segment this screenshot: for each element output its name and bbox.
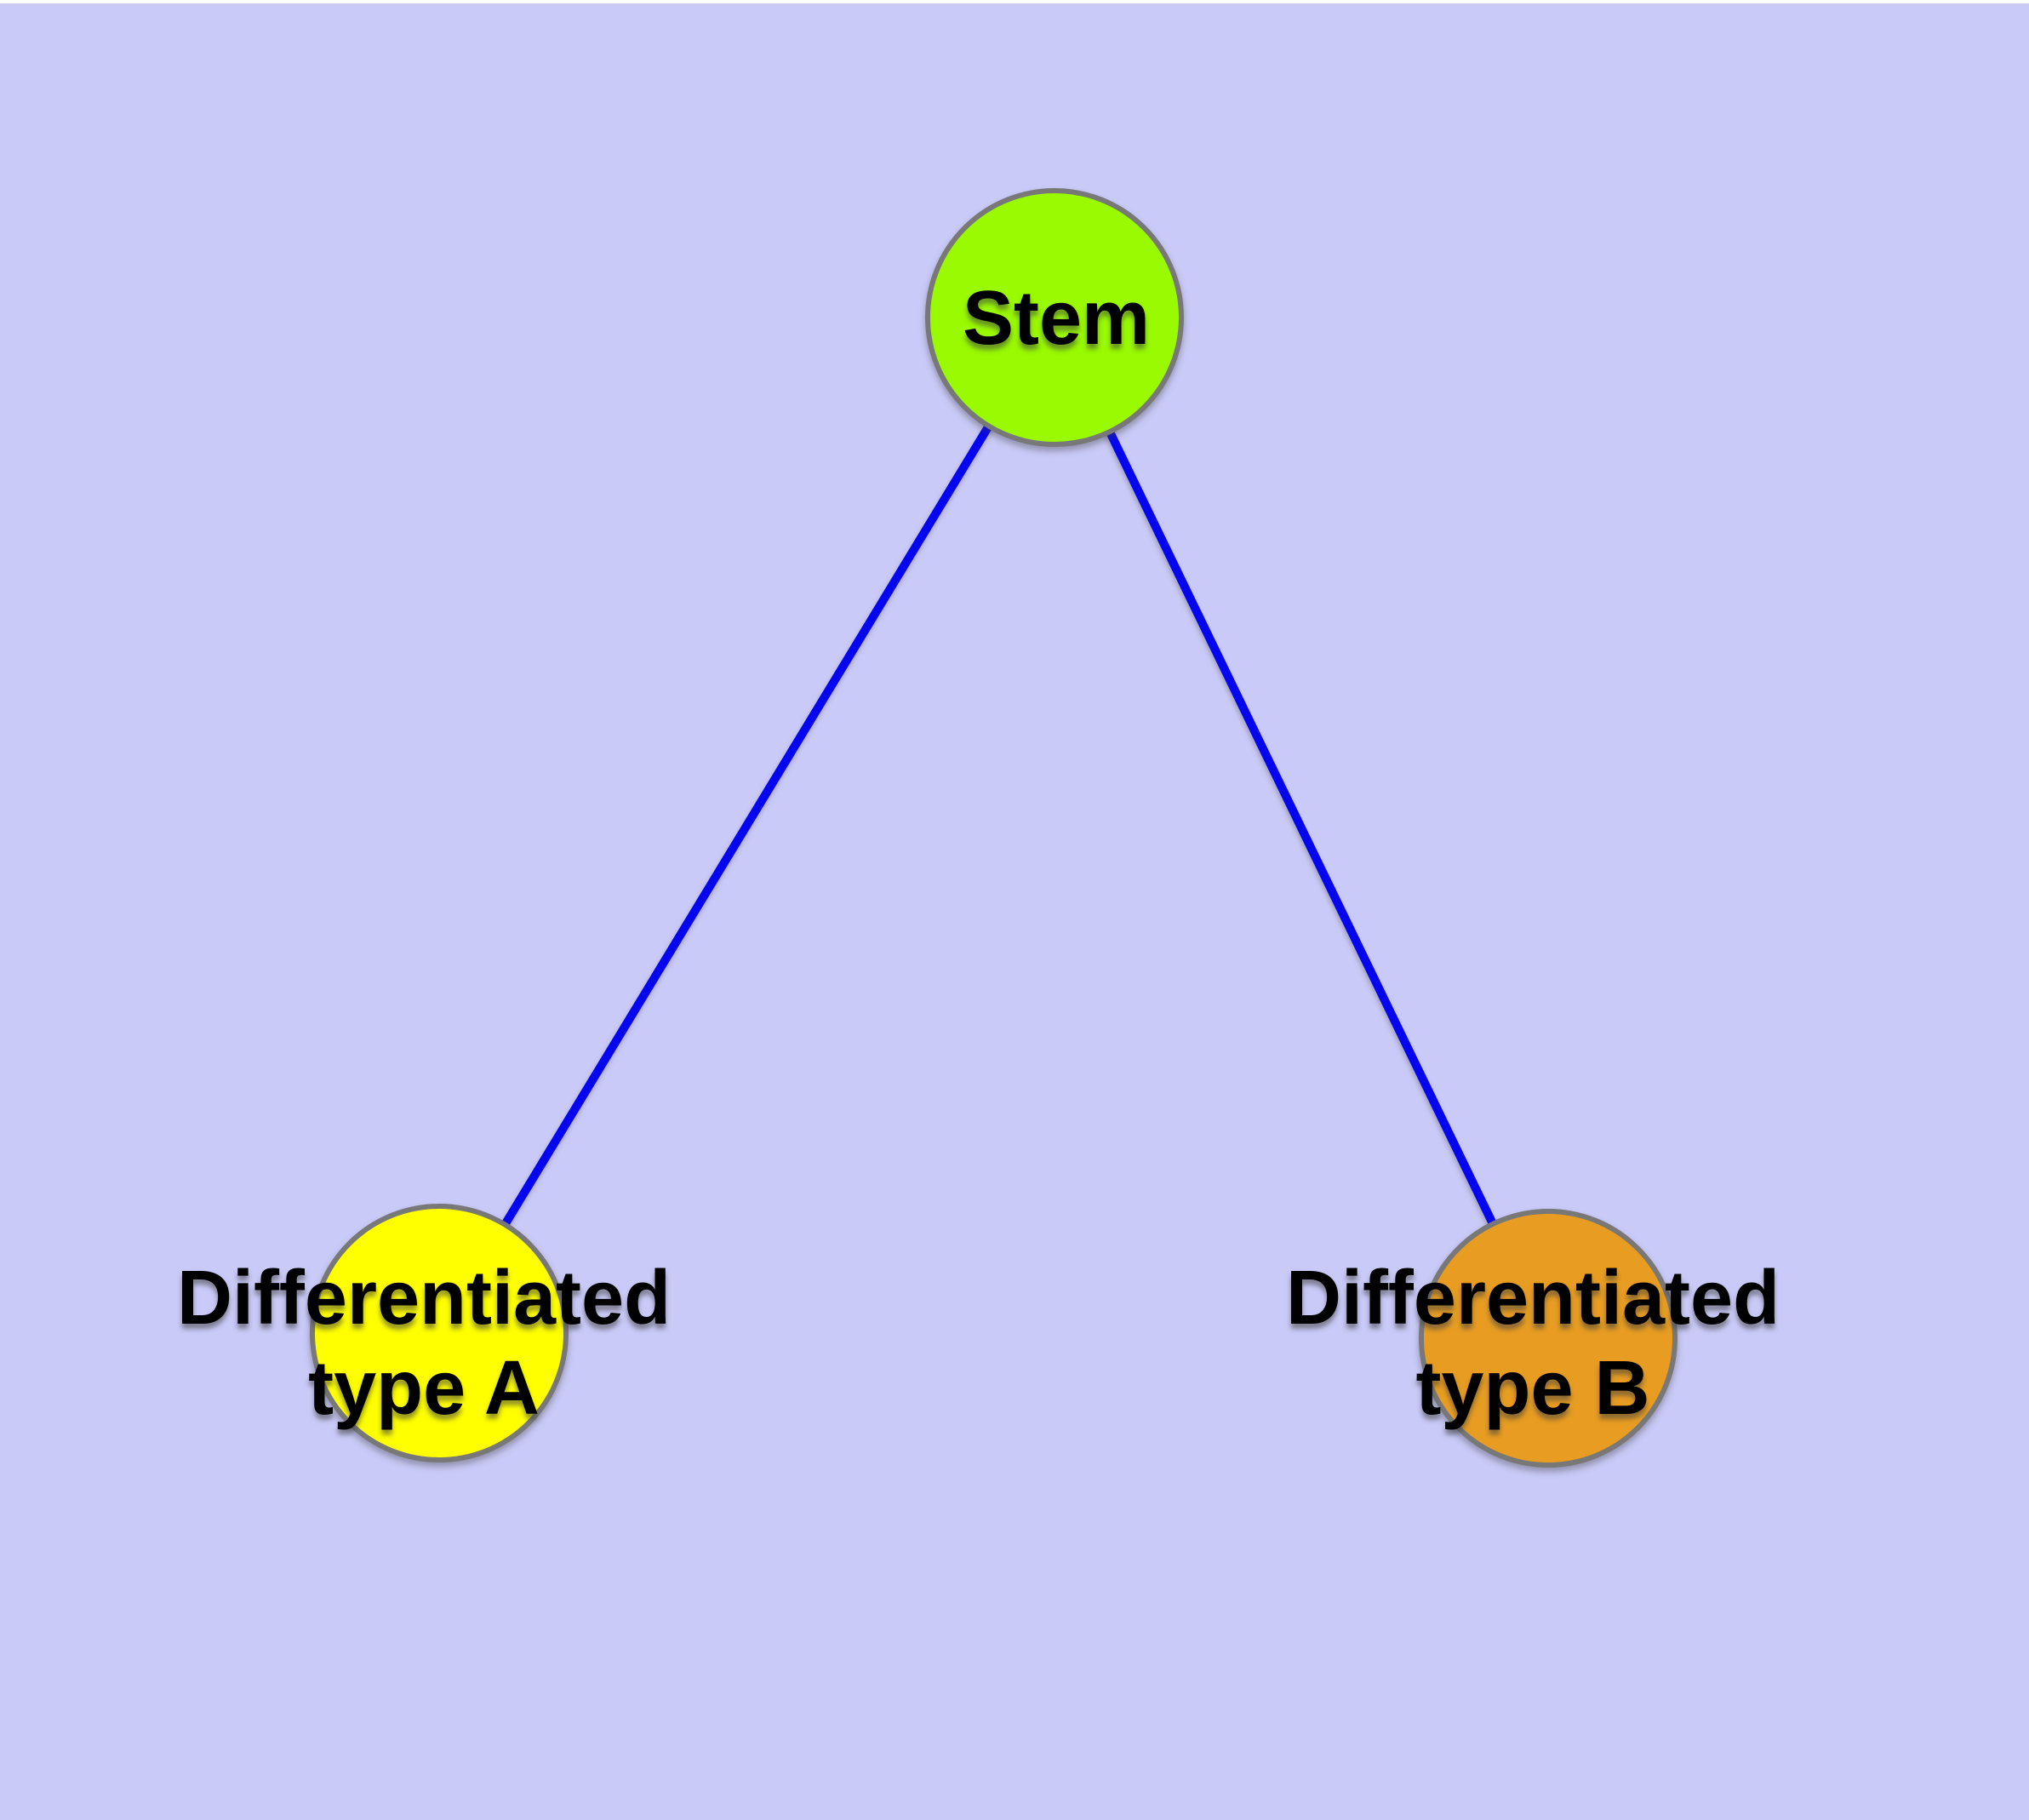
edge-stem-to-type-b[interactable] [1050, 315, 1552, 1341]
node-type-a[interactable] [310, 1204, 569, 1462]
node-stem[interactable] [925, 188, 1184, 447]
top-border [0, 0, 2029, 3]
edges-layer [435, 315, 1552, 1341]
node-type-b[interactable] [1419, 1209, 1677, 1468]
edge-stem-to-type-a[interactable] [435, 315, 1059, 1336]
nodes-layer [310, 188, 1677, 1468]
